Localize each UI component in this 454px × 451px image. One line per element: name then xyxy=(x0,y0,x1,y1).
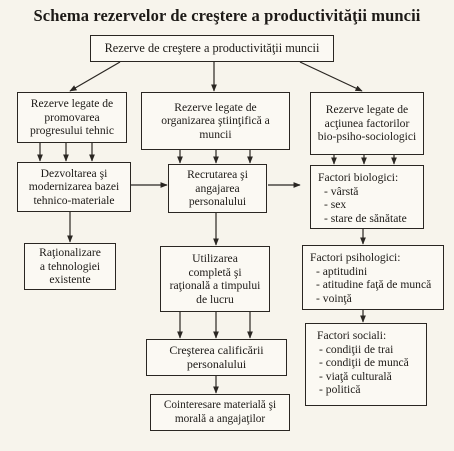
work-organization-header: Rezerve legate de organizarea ştiinţific… xyxy=(141,92,290,150)
psychological-factors-title: Factori psihologici: xyxy=(310,251,401,264)
diagram-title: Schema rezervelor de creştere a producti… xyxy=(33,6,421,25)
technology-rationalization-box: Raţionalizare a tehnologiei existente xyxy=(24,243,116,290)
bio-psycho-social-header: Rezerve legate de acţiunea factorilor bi… xyxy=(310,92,424,155)
arrow-root-col3 xyxy=(299,61,363,92)
development-base-box: Dezvoltarea şi modernizarea bazei tehnic… xyxy=(17,162,131,212)
arrow-root-col1 xyxy=(69,61,121,92)
recruitment-box: Recrutarea şi angajarea personalului xyxy=(168,164,267,213)
root-box: Rezerve de creştere a productivităţii mu… xyxy=(90,35,334,62)
biological-factors-box: Factori biologici: vârstă sex stare de s… xyxy=(310,165,424,229)
motivation-box: Cointeresare materială şi morală a angaj… xyxy=(150,394,290,431)
biological-factors-title: Factori biologici: xyxy=(318,171,399,184)
psychological-factors-box: Factori psihologici: aptitudini atitudin… xyxy=(302,245,444,310)
time-usage-box: Utilizarea completă şi raţională a timpu… xyxy=(160,246,270,312)
social-factors-box: Factori sociali: condiţii de trai condiţ… xyxy=(305,323,427,406)
tech-progress-header: Rezerve legate de promovarea progresului… xyxy=(17,92,127,143)
qualification-growth-box: Creşterea calificării personalului xyxy=(146,339,287,376)
social-factors-title: Factori sociali: xyxy=(317,329,387,342)
